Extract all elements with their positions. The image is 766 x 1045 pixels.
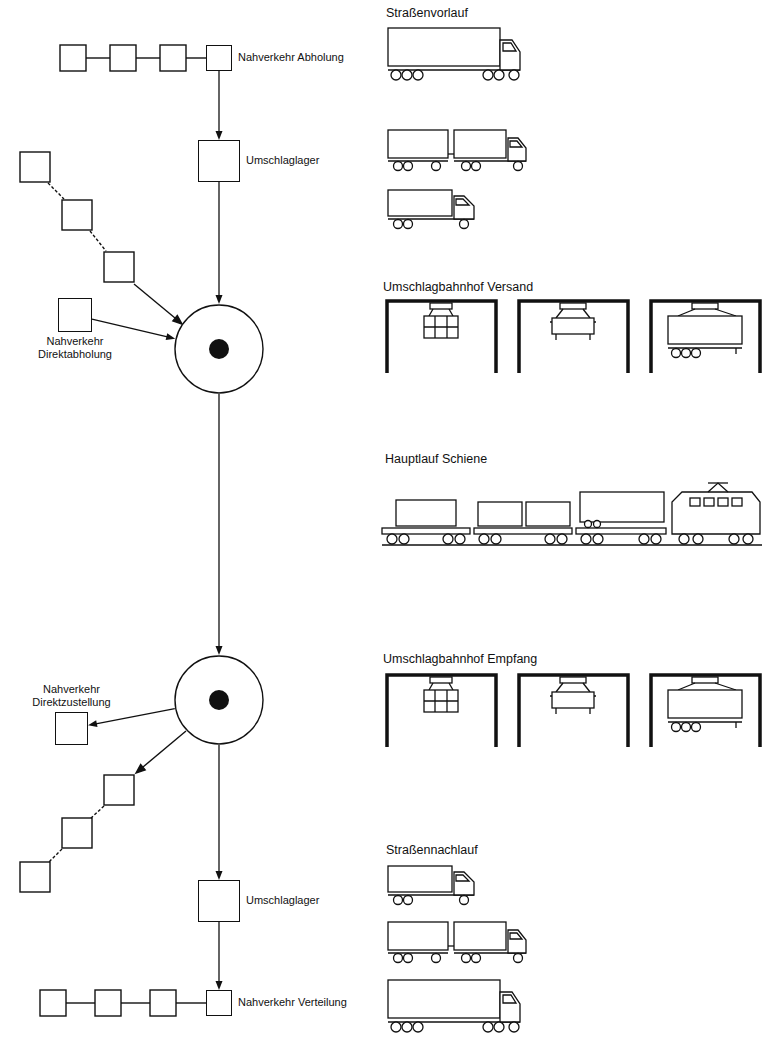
flow-line	[96, 709, 175, 724]
section-heading: Straßennachlauf	[386, 843, 478, 858]
section-heading: Straßenvorlauf	[386, 6, 468, 21]
truck-trailer	[388, 922, 526, 963]
flow-line	[218, 922, 219, 982]
node-label: Nahverkehr Direktzustellung	[24, 683, 120, 709]
terminal-circle	[174, 304, 264, 394]
semi-truck	[388, 28, 520, 80]
node-label: Nahverkehr Verteilung	[238, 996, 347, 1009]
flow-arrow	[216, 394, 223, 655]
stop-square: Umschlaglager	[198, 140, 240, 182]
gantry-crane	[519, 301, 628, 373]
section-heading: Umschlagbahnhof Versand	[383, 280, 533, 295]
flow-line	[218, 182, 219, 296]
arrow-head	[166, 333, 176, 340]
terminal-circle	[174, 655, 264, 745]
flow-arrow	[216, 922, 223, 990]
gantry-crane	[387, 301, 496, 373]
gantry-crane	[387, 675, 496, 747]
stop-square: Nahverkehr Verteilung	[206, 990, 232, 1016]
flow-line	[218, 745, 219, 872]
stop-squares	[20, 45, 206, 1016]
freight-train	[382, 483, 762, 545]
small-truck	[388, 866, 474, 905]
small-truck	[388, 190, 474, 229]
arrow-head	[216, 981, 223, 990]
flow-line	[218, 71, 219, 132]
node-label: Nahverkehr Direktabholung	[27, 335, 123, 361]
arrow-head	[216, 871, 223, 880]
arrow-head	[216, 131, 223, 140]
flow-arrow	[88, 709, 175, 728]
stop-square: Nahverkehr Direktabholung	[58, 298, 92, 332]
section-heading: Hauptlauf Schiene	[385, 452, 487, 467]
circle-outline	[174, 655, 264, 745]
circle-outline	[174, 304, 264, 394]
gantry-crane	[651, 675, 760, 747]
flow-line	[218, 394, 219, 647]
arrow-head	[216, 646, 223, 655]
flow-arrow	[92, 319, 175, 340]
node-label: Umschlaglager	[246, 154, 319, 167]
flow-arrow	[216, 71, 223, 140]
node-label: Nahverkehr Abholung	[238, 51, 344, 64]
semi-truck	[388, 980, 520, 1032]
arrow-head	[216, 295, 223, 304]
arrow-head	[88, 720, 98, 727]
stop-square: Umschlaglager	[198, 880, 240, 922]
flow-arrow	[216, 745, 223, 880]
stop-square: Nahverkehr Abholung	[206, 45, 232, 71]
flow-arrow	[216, 182, 223, 304]
section-heading: Umschlagbahnhof Empfang	[383, 652, 537, 667]
flow-line	[92, 319, 167, 337]
node-label: Umschlaglager	[246, 894, 319, 907]
truck-trailer	[388, 130, 526, 171]
gantry-crane	[519, 675, 628, 747]
gantry-crane	[651, 301, 760, 373]
stop-square: Nahverkehr Direktzustellung	[55, 712, 88, 745]
